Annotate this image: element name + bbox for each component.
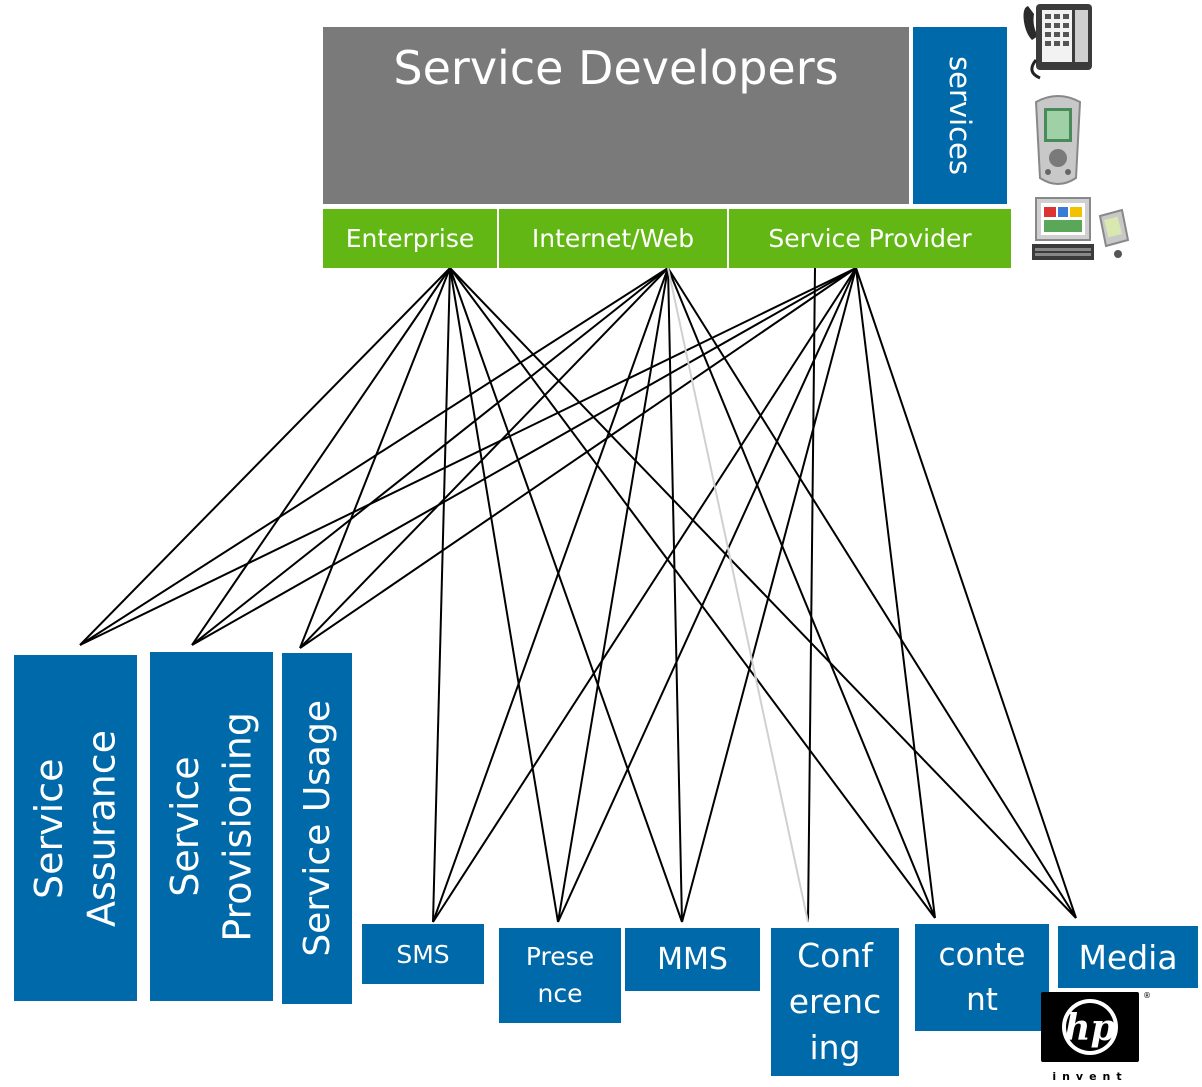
connection-line <box>432 267 669 923</box>
service-usage-label: Service Usage <box>296 700 338 957</box>
service-assurance-box: Service Assurance <box>14 655 137 1001</box>
hp-logo-icon: hp ® invent <box>1041 991 1151 1083</box>
handheld-pda-icon <box>1034 95 1082 185</box>
connection-line <box>299 267 451 649</box>
service-assurance-label: Service Assurance <box>27 729 124 927</box>
segment-service-provider: Service Provider <box>729 209 1011 268</box>
desk-phone-icon <box>1023 4 1092 80</box>
node-mms: MMS <box>625 928 760 991</box>
connection-line <box>449 267 559 923</box>
connection-line <box>79 267 451 646</box>
node-presence: Prese nce <box>499 928 621 1023</box>
connection-line <box>299 267 857 649</box>
node-sms: SMS <box>362 924 484 984</box>
svg-text:invent: invent <box>1052 1070 1127 1083</box>
connection-line <box>432 267 857 923</box>
svg-text:®: ® <box>1143 991 1151 1000</box>
connection-line <box>191 267 857 646</box>
connection-line <box>557 267 669 923</box>
connection-line <box>432 267 451 923</box>
connection-line <box>299 267 669 649</box>
service-provisioning-box: Service Provisioning <box>150 652 273 1001</box>
connection-line <box>79 267 669 646</box>
connection-line <box>667 267 1077 919</box>
service-developers-title: Service Developers <box>393 41 839 95</box>
service-usage-box: Service Usage <box>282 653 352 1004</box>
service-provisioning-label: Service Provisioning <box>163 711 260 942</box>
connection-line <box>79 267 857 646</box>
node-media: Media <box>1058 926 1198 988</box>
connection-line-light <box>667 267 809 923</box>
connection-line <box>449 267 683 923</box>
segment-internet-web: Internet/Web <box>499 209 727 268</box>
connection-line <box>807 267 816 923</box>
connection-line <box>667 267 936 919</box>
connection-line <box>449 267 1077 919</box>
services-box: services <box>913 27 1007 204</box>
service-developers-box: Service Developers <box>323 27 909 204</box>
connection-line <box>855 267 1077 919</box>
segment-enterprise: Enterprise <box>323 209 497 268</box>
connection-line <box>557 267 857 923</box>
connection-line <box>681 267 857 923</box>
desktop-computer-icon <box>1032 197 1130 260</box>
connection-line <box>449 267 936 919</box>
connection-line <box>855 267 936 919</box>
svg-text:hp: hp <box>1064 1007 1115 1049</box>
connection-line <box>191 267 451 646</box>
connection-line <box>191 267 669 646</box>
connection-line <box>667 267 683 923</box>
node-conferencing: Conf erenc ing <box>771 928 899 1076</box>
services-label: services <box>943 56 977 175</box>
node-content: conte nt <box>915 924 1049 1031</box>
